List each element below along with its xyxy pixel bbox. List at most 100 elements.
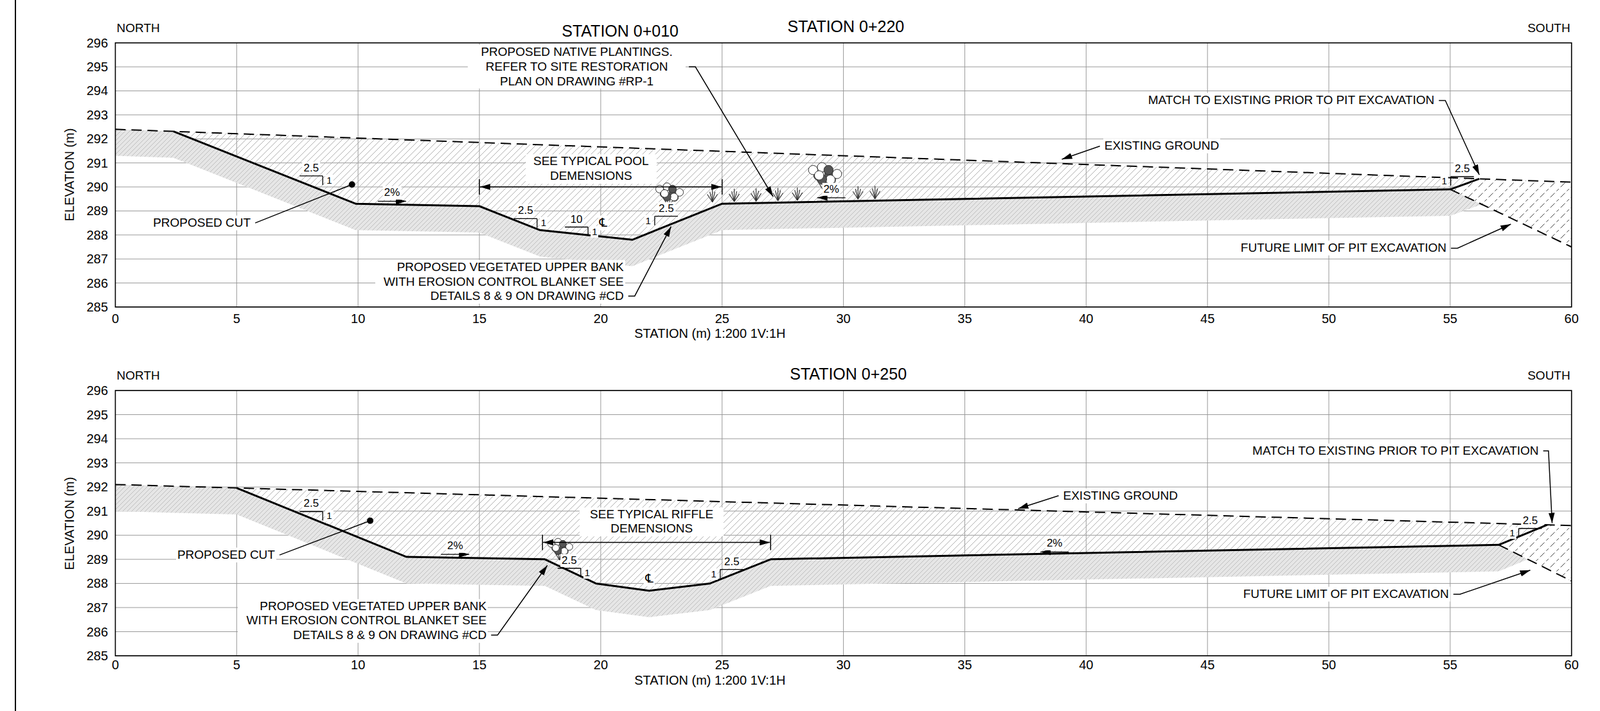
slope-symbol: [564, 226, 588, 228]
slope-symbol: [514, 218, 538, 220]
direction-label: SOUTH: [1526, 368, 1572, 384]
section-title: STATION 0+250: [788, 364, 908, 384]
cut-hatch: [173, 131, 1480, 241]
pit-hatch: [1498, 524, 1572, 581]
plant-symbol: [857, 191, 863, 200]
axis-tick: 288: [85, 227, 110, 243]
slope-symbol: [536, 218, 538, 228]
plant-symbol: [659, 190, 668, 198]
axis-tick: 45: [1199, 311, 1216, 327]
dimension-tick: [542, 535, 544, 551]
axis-tick: 60: [1563, 311, 1581, 327]
note-label: PROPOSED NATIVE PLANTINGS. REFER TO SITE…: [467, 44, 686, 89]
axis-tick: 288: [85, 575, 110, 592]
leader-dot: [366, 517, 374, 525]
slope-symbol: [1450, 176, 1451, 186]
leader-line: [1450, 224, 1511, 249]
dimension-line: [542, 542, 770, 544]
slope-label: 1: [1508, 527, 1516, 540]
axis-tick: 35: [956, 657, 973, 673]
axis-tick: 0: [110, 311, 121, 327]
centerline-symbol: ℄: [598, 215, 609, 231]
axis-tick: 293: [85, 107, 110, 123]
slope-label: 1: [1440, 175, 1448, 187]
axis-tick: 0: [110, 657, 121, 673]
future-limit-line: [1498, 544, 1572, 581]
plant-symbol: [670, 193, 678, 202]
soil-shading: [115, 129, 1572, 267]
note-label: PROPOSED CUT: [176, 548, 277, 563]
plant-symbol: [552, 544, 560, 552]
grade-arrow: [377, 201, 407, 202]
plant-symbol: [668, 185, 676, 193]
axis-tick: 10: [349, 657, 367, 673]
direction-label: NORTH: [115, 21, 162, 36]
leader-dot: [348, 181, 356, 188]
slope-label: 2.5: [302, 497, 320, 511]
axis-tick: 296: [85, 382, 110, 399]
slope-symbol: [1450, 176, 1475, 177]
axis-title: ELEVATION (m): [61, 127, 78, 223]
plant-symbol: [778, 193, 784, 202]
axis-tick: 20: [592, 311, 610, 327]
slope-symbol: [322, 511, 324, 521]
note-label: FUTURE LIMIT OF PIT EXCAVATION: [1239, 240, 1448, 256]
axis-tick: 295: [85, 407, 110, 423]
slope-symbol: [299, 175, 323, 177]
axis-tick: 285: [85, 299, 110, 315]
leader-line: [1018, 496, 1059, 509]
slope-label: 2.5: [657, 201, 676, 215]
axis-tick: 294: [85, 431, 110, 447]
slope-symbol: [654, 215, 678, 217]
slope-symbol: [587, 227, 588, 237]
axis-tick: 10: [349, 311, 367, 327]
existing-ground-line: [115, 129, 1572, 182]
grade-label: 2%: [445, 539, 465, 553]
note-label: PROPOSED CUT: [151, 215, 252, 231]
centerline-symbol: ℄: [643, 571, 655, 587]
leader-line: [1543, 451, 1553, 524]
axis-tick: 15: [471, 311, 488, 327]
axis-tick: 285: [85, 648, 110, 664]
existing-ground-line: [115, 484, 1572, 526]
plant-symbol: [875, 191, 881, 200]
axis-title: ELEVATION (m): [61, 475, 78, 572]
future-limit-line: [1450, 189, 1572, 248]
leader-line: [628, 226, 672, 297]
direction-label: NORTH: [115, 368, 162, 384]
slope-symbol: [299, 511, 323, 513]
axis-tick: 294: [85, 82, 110, 99]
plant-symbol: [756, 193, 762, 202]
axis-tick: 35: [956, 311, 973, 327]
slope-label: 1: [710, 568, 718, 581]
axis-tick: 291: [85, 155, 110, 171]
axis-tick: 50: [1320, 657, 1338, 673]
plant-symbol: [797, 192, 803, 201]
chart-frame: [115, 43, 1572, 308]
grid-line: [1449, 43, 1451, 308]
axis-tick: 25: [713, 311, 731, 327]
leader-line: [688, 66, 774, 197]
leader-line: [1438, 100, 1480, 175]
grade-label: 2%: [382, 186, 402, 200]
axis-tick: 296: [85, 35, 110, 51]
slope-label: 1: [325, 510, 333, 522]
axis-tick: 293: [85, 455, 110, 472]
pit-hatch: [1450, 178, 1572, 247]
grade-arrow: [440, 554, 470, 556]
axis-title: STATION (m) 1:200 1V:1H: [632, 672, 787, 689]
slope-label: 2.5: [302, 161, 320, 175]
slope-symbol: [1518, 528, 1520, 538]
axis-title: STATION (m) 1:200 1V:1H: [632, 325, 787, 342]
slope-label: 1: [325, 174, 333, 187]
slope-label: 2.5: [1521, 514, 1540, 528]
axis-tick: 295: [85, 59, 110, 75]
cut-hatch: [236, 488, 1547, 592]
slope-symbol: [719, 569, 721, 579]
axis-tick: 5: [231, 657, 242, 673]
slope-symbol: [720, 569, 744, 570]
axis-tick: 25: [713, 657, 731, 673]
axis-tick: 30: [834, 657, 852, 673]
axis-tick: 40: [1077, 657, 1095, 673]
leader-line: [279, 521, 371, 556]
